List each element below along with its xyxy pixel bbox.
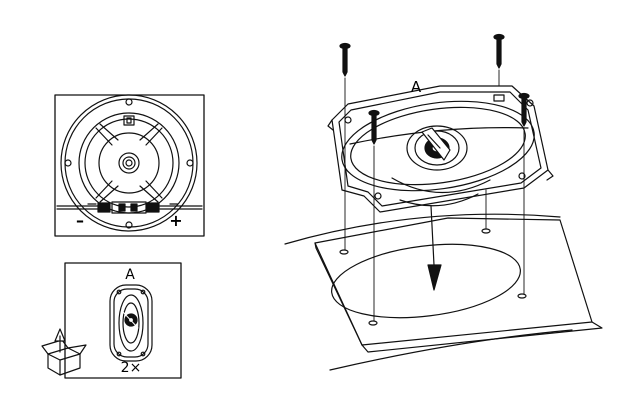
quantity-label: 2× xyxy=(121,360,142,376)
screw-2 xyxy=(494,35,504,69)
plus-terminal-label: + xyxy=(169,211,182,230)
install-speaker-label: A xyxy=(411,78,422,96)
box-panel xyxy=(42,263,181,378)
box-speaker-label: A xyxy=(125,267,135,283)
installation-view xyxy=(285,35,602,371)
minus-terminal-label: – xyxy=(76,211,84,230)
screw-1 xyxy=(340,44,350,77)
box-icon xyxy=(42,329,86,375)
drop-arrow xyxy=(428,206,441,290)
oval-speaker-icon xyxy=(110,285,152,361)
mounting-surface xyxy=(285,214,602,370)
oval-speaker xyxy=(328,86,553,212)
